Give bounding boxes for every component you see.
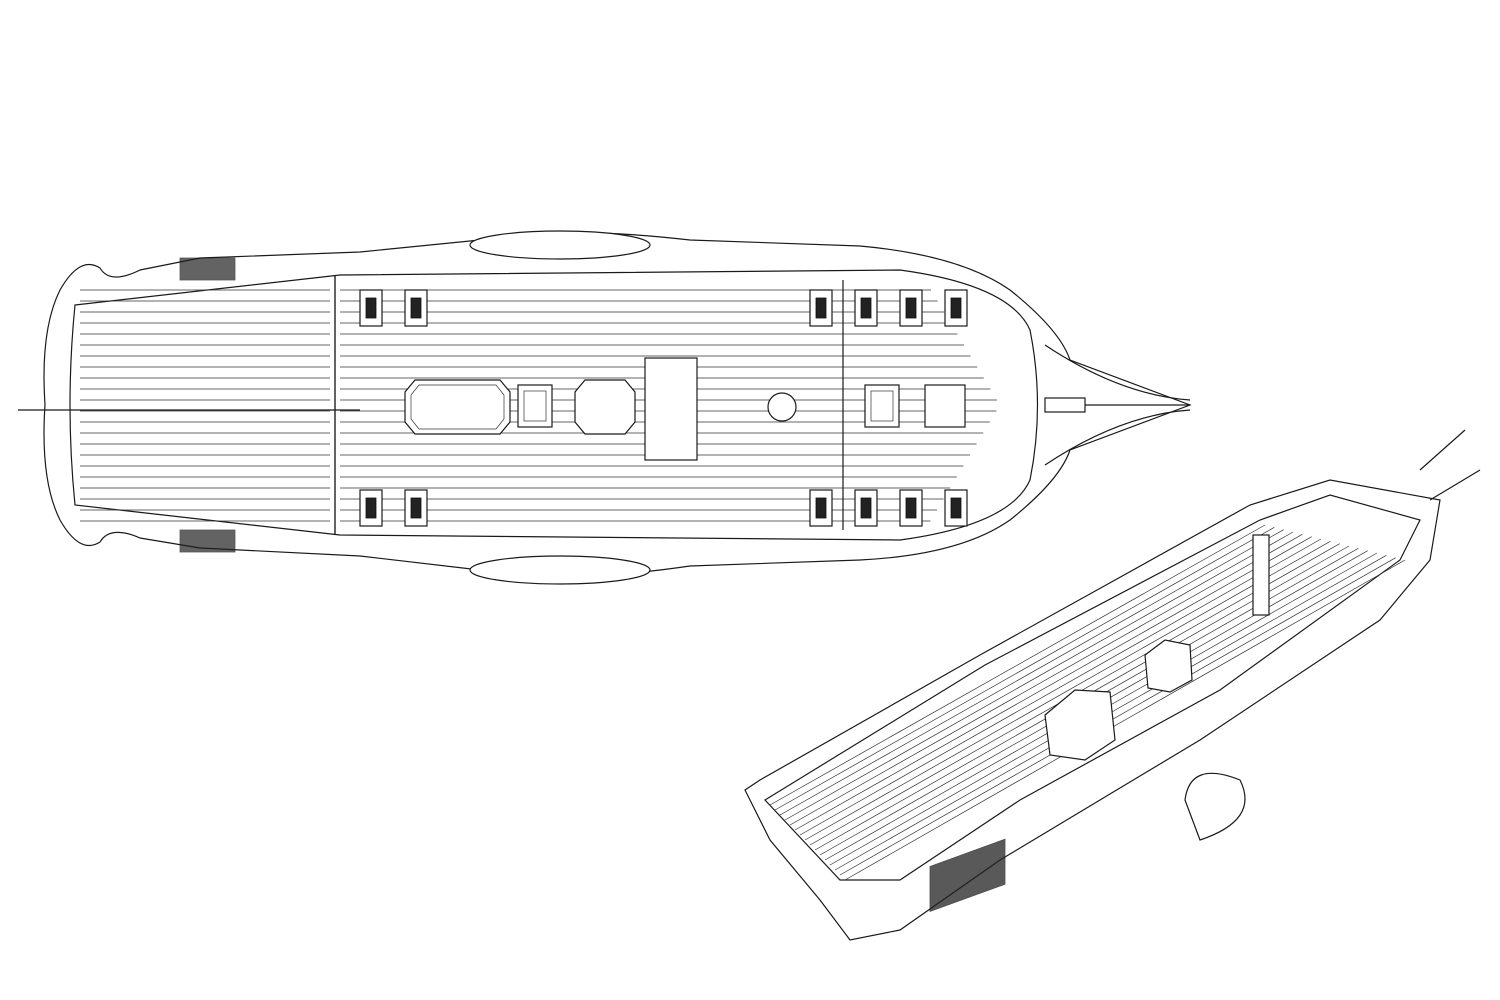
cannon-barrel: [365, 497, 377, 519]
cannon-barrel: [410, 297, 422, 319]
perspective-view: [744, 429, 1481, 941]
deck-outline: [69, 269, 1039, 541]
boat-bottom: [469, 555, 651, 585]
plank-line: [779, 529, 1284, 816]
cannon-barrel: [860, 497, 872, 519]
plank-line: [769, 524, 1266, 806]
perspective-stern-window: [929, 838, 1006, 913]
cannon-barrel: [365, 297, 377, 319]
hatches: [404, 280, 966, 530]
cannons: [359, 289, 968, 527]
cannon-barrel: [905, 297, 917, 319]
plank-line: [789, 534, 1303, 826]
cannon-barrel: [410, 497, 422, 519]
plank-line: [839, 557, 1396, 876]
perspective-mast: [1252, 534, 1270, 616]
top-plan-view: [18, 230, 1192, 585]
cannon-barrel: [950, 497, 962, 519]
plank-line: [774, 527, 1275, 811]
perspective-rudder: [1184, 772, 1246, 841]
cannon-barrel: [860, 297, 872, 319]
stern-gallery-top: [179, 257, 236, 281]
stern-gallery-bottom: [179, 529, 236, 553]
perspective-deck: [764, 494, 1421, 881]
perspective-hatch-2: [1144, 639, 1193, 693]
cannon-barrel: [815, 297, 827, 319]
bowsprit: [1044, 344, 1191, 466]
plank-line: [794, 536, 1312, 831]
plank-line: [844, 559, 1406, 881]
cannon-barrel: [815, 497, 827, 519]
cannon-barrel: [950, 297, 962, 319]
boat-top: [469, 230, 651, 260]
perspective-hatch-1: [1044, 689, 1116, 761]
cannon-barrel: [905, 497, 917, 519]
plank-line: [784, 531, 1294, 821]
plank-line: [799, 538, 1322, 836]
plank-line: [804, 541, 1331, 841]
perspective-figurehead: [1419, 429, 1481, 501]
